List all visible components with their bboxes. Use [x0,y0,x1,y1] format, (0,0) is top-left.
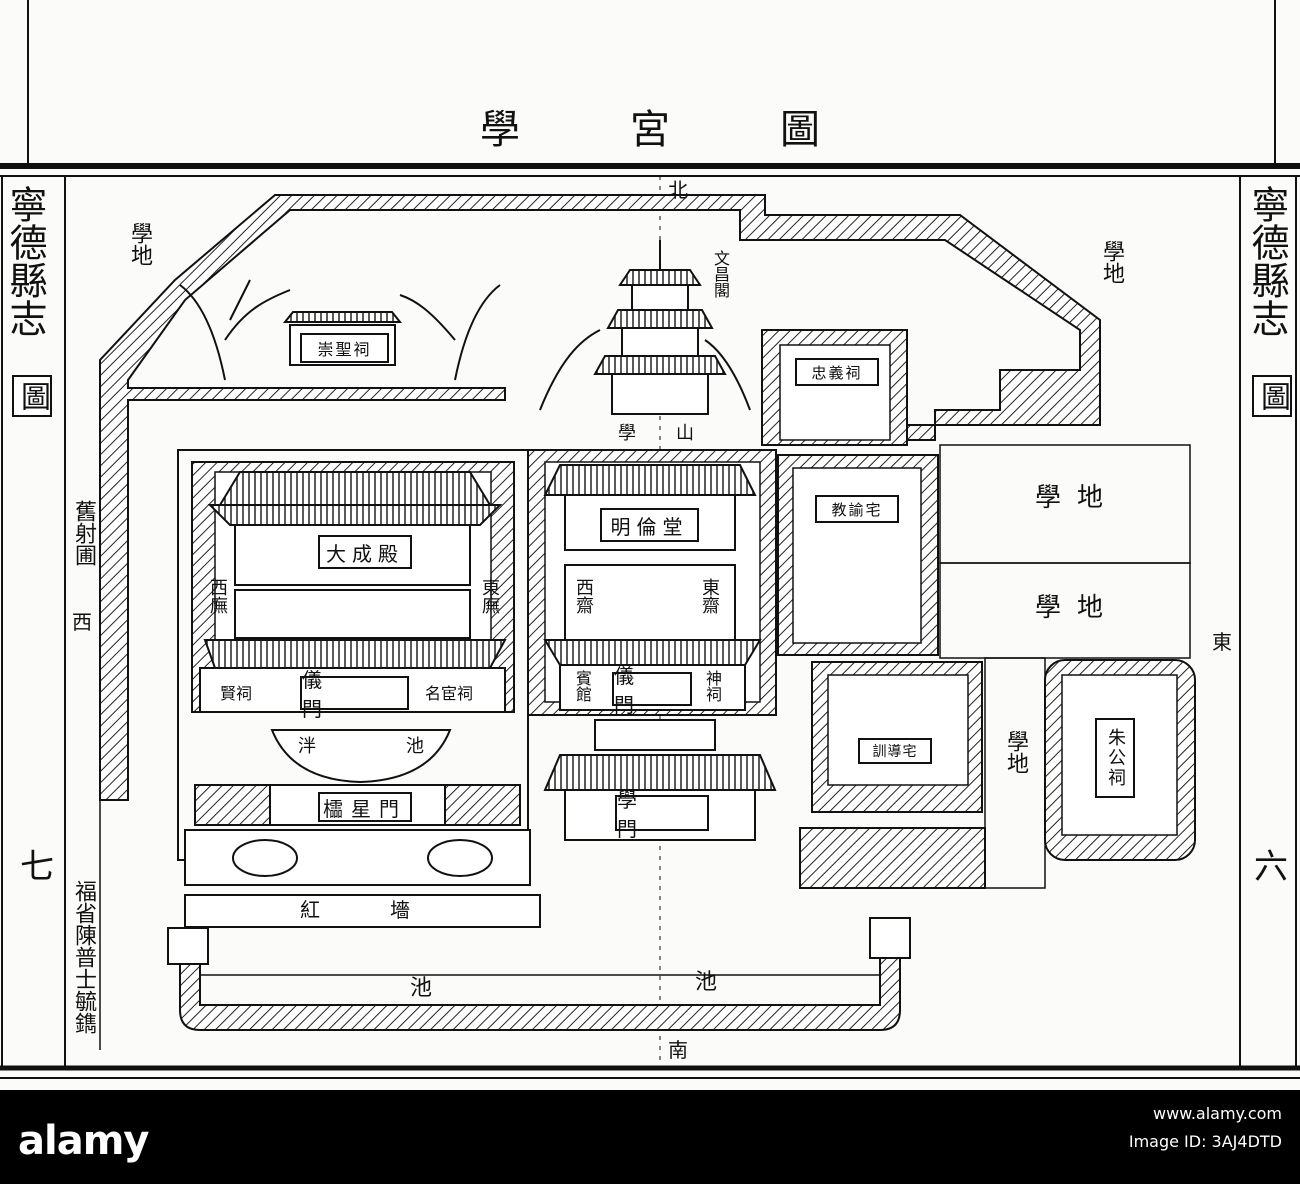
dacheng-hall-plaque: 大成殿 [318,535,412,569]
page-number-left: 七 [20,847,54,887]
outer-wall [99,194,1101,801]
engraver-credit: 福省陳普士毓鐫 [71,880,96,1034]
section-right: 圖 [1252,375,1292,417]
north-label: 北 [668,178,688,202]
side-title-right: 寧德縣志 [1245,185,1289,337]
ming-shrine-label: 名宦祠 [425,684,474,703]
map-title: 學宮圖 [480,107,930,153]
stock-logo: alamy [18,1118,149,1164]
xian-shrine-label: 賢祠 [220,684,253,703]
yi-gate-plaque-west: 儀門 [300,668,409,721]
zhu-shrine-plaque: 朱公祠 [1095,718,1135,798]
xundao-residence-plaque: 訓導宅 [858,738,932,764]
yi-gate-plaque-center: 儀門 [612,664,692,717]
minglun-hall-plaque: 明倫堂 [600,508,699,542]
page-number-right: 六 [1254,847,1288,887]
west-corridor-label: 西廡 [207,578,228,614]
moat-label-west: 池 [410,976,433,1001]
east-study-label: 東齋 [699,578,720,614]
school-land-plot-1: 學地 [1035,483,1120,513]
section-left: 圖 [12,375,52,417]
stock-banner [0,1090,1300,1184]
south-label: 南 [668,1038,688,1062]
east-label: 東 [1212,630,1232,654]
zhongyi-shrine-plaque: 忠義祠 [795,358,879,386]
school-palace-map [0,0,1300,1079]
page-frame [0,0,1300,1079]
school-land-plot-3: 學地 [1003,730,1028,774]
pan-pool-label: 泮池 [298,736,514,757]
hall-shrine-label: 神祠 [703,670,722,702]
west-label: 西 [72,610,92,634]
guest-hall-label: 賓館 [573,670,592,702]
school-land-ne: 學地 [1099,240,1124,284]
stock-url: www.alamy.com [1153,1104,1282,1123]
stock-image-id: Image ID: 3AJ4DTD [1128,1132,1282,1151]
school-land-plot-2: 學地 [1035,593,1120,623]
lingxing-gate-plaque: 櫺星門 [318,792,412,822]
moat-label-east: 池 [695,970,718,995]
wenchang-pavilion-label: 文昌閣 [711,250,730,298]
archery-field-label: 舊射圃 [71,500,96,566]
pine-trees [179,279,751,411]
red-wall-label: 紅墻 [300,898,480,922]
school-hill-label: 學山 [618,423,734,444]
chongsheng-shrine-plaque: 崇聖祠 [300,333,389,363]
school-land-plots [939,444,1191,889]
west-study-label: 西齋 [573,578,594,614]
school-land-nw: 學地 [127,222,152,266]
east-corridor-label: 東廡 [479,578,500,614]
wenchang-pagoda [593,240,727,415]
moat [179,939,901,1031]
side-title-left: 寧德縣志 [3,185,47,337]
jiaoyu-residence-plaque: 教諭宅 [815,495,899,523]
school-gate-plaque: 學門 [615,788,709,841]
